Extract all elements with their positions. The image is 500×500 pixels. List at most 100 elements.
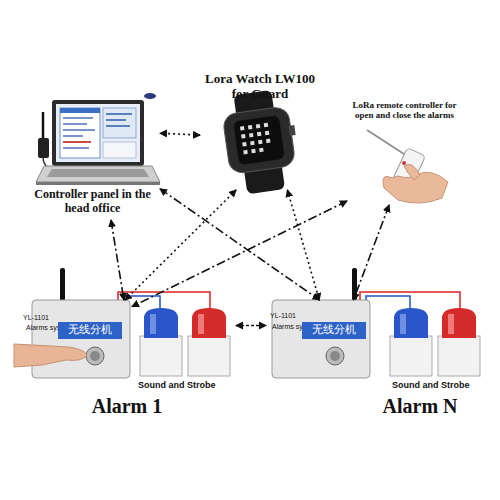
alarm-unit-1-illustration-part — [118, 292, 210, 308]
alarm-box: YL-1101Alarms system无线分机 — [268, 300, 373, 380]
watch-illustration-part — [240, 126, 245, 131]
watch-illustration-part — [234, 90, 286, 194]
radio-link — [160, 133, 200, 135]
laptop-illustration-part — [42, 112, 45, 138]
alarm-group: Alarm 1 YL-1101Alarms system无线分机 Sound and… — [18, 285, 236, 420]
node-label: LoRa remote controller for open and clos… — [347, 100, 462, 121]
alarm-box: YL-1101Alarms system无线分机 — [22, 300, 132, 380]
alarm-unit-1-illustration-part — [140, 336, 182, 376]
watch-illustration-part — [259, 148, 264, 153]
alarm-unit-n-illustration-part — [360, 292, 460, 308]
radio-link — [287, 190, 319, 300]
laptop-illustration-part — [47, 169, 149, 177]
node-label: Sound and Strobe — [138, 380, 234, 390]
alarm-unit-1-illustration-part — [198, 314, 204, 334]
laptop-illustration-part — [63, 141, 91, 143]
node-label: Lora Watch LW100 for Guard — [200, 72, 320, 102]
laptop-illustration-part — [103, 108, 136, 138]
node-label: Alarm 1 — [18, 395, 236, 418]
watch-illustration-part — [248, 125, 253, 130]
laptop-illustration-part — [144, 93, 156, 99]
alarm-unit-1-illustration-part — [90, 351, 100, 361]
alarm-unit-1-illustration-part — [14, 344, 87, 367]
laptop-illustration-part — [106, 113, 132, 115]
radio-link — [354, 205, 390, 300]
laptop-illustration-part — [106, 119, 126, 121]
watch-illustration-part — [222, 106, 296, 175]
alarm-unit-n-illustration-part — [442, 308, 476, 338]
alarm-unit-n-illustration-part — [326, 347, 344, 365]
remote-illustration-part — [402, 161, 406, 165]
alarm-unit-1-illustration-part — [86, 347, 104, 365]
radio-link — [236, 325, 266, 327]
siren-pair: Sound and Strobe — [136, 300, 234, 395]
node-label: Alarm N — [365, 395, 475, 418]
watch-illustration-part — [250, 141, 255, 146]
laptop-illustration-part — [56, 104, 140, 162]
node-label: 无线分机 — [302, 322, 366, 339]
watch-illustration-part — [243, 150, 248, 155]
alarm-unit-n-illustration-part — [330, 351, 340, 361]
watch-illustration-part — [256, 124, 261, 129]
laptop-illustration-part — [52, 100, 144, 166]
laptop-illustration-part — [106, 125, 130, 127]
watch-illustration-part — [249, 133, 254, 138]
watch-illustration-part — [265, 131, 270, 136]
alarm-unit-1-illustration-part — [188, 336, 230, 376]
guard-watch: Lora Watch LW100 for Guard — [200, 72, 320, 190]
watch-illustration-part — [242, 142, 247, 147]
watch-illustration — [220, 87, 303, 196]
laptop-illustration — [36, 93, 160, 185]
radio-link — [132, 201, 347, 307]
siren-pair: Sound and Strobe — [378, 300, 488, 395]
alarm-unit-1-illustration-part — [32, 300, 130, 378]
alarm-group: Alarm N YL-1101Alarms system无线分机 Sound and… — [266, 285, 490, 420]
laptop-illustration-part — [63, 117, 93, 119]
radio-link — [160, 189, 320, 300]
alarm-unit-n-illustration-part — [394, 308, 428, 338]
alarm-unit-n-illustration — [272, 268, 480, 378]
alarm-unit-n-illustration-part — [438, 336, 480, 376]
remote-illustration-part — [367, 130, 404, 154]
watch-illustration-part — [288, 125, 295, 136]
watch-illustration-part — [233, 115, 285, 165]
watch-illustration-part — [264, 123, 269, 128]
radio-link — [125, 190, 236, 300]
laptop-illustration-part — [60, 108, 100, 158]
watch-illustration-part — [258, 140, 263, 145]
laptop-illustration-part — [63, 123, 87, 125]
remote-controller: LoRa remote controller for open and clos… — [347, 100, 462, 205]
controller-panel: Controller panel in the head office — [25, 95, 160, 220]
remote-illustration-part — [404, 164, 420, 180]
node-label: Sound and Strobe — [392, 380, 488, 390]
watch-illustration-part — [266, 139, 271, 144]
laptop-illustration-part — [63, 129, 95, 131]
watch-illustration-part — [257, 132, 262, 137]
alarm-unit-1-illustration — [14, 268, 230, 378]
laptop-illustration-part — [38, 138, 49, 158]
remote-illustration — [367, 130, 448, 203]
alarm-unit-n-illustration-part — [272, 300, 370, 378]
laptop-illustration-part — [63, 147, 89, 149]
alarm-unit-n-illustration-part — [448, 314, 454, 334]
laptop-illustration-part — [36, 166, 160, 182]
laptop-illustration-part — [103, 142, 136, 158]
alarm-unit-1-illustration-part — [150, 314, 156, 334]
watch-illustration-part — [241, 134, 246, 139]
node-label: 无线分机 — [58, 322, 122, 339]
node-label: YL-1101 — [23, 314, 63, 322]
alarm-unit-1-illustration-part — [60, 268, 65, 301]
alarm-unit-n-illustration-part — [400, 314, 406, 334]
laptop-illustration-part — [63, 135, 83, 137]
node-label: Controller panel in the head office — [25, 188, 160, 216]
laptop-illustration-part — [60, 108, 100, 113]
alarm-unit-n-illustration-part — [366, 296, 410, 308]
watch-illustration-part — [251, 149, 256, 154]
node-label: YL-1101 — [270, 312, 310, 320]
radio-link — [111, 220, 124, 300]
alarm-unit-n-illustration-part — [390, 336, 432, 376]
alarm-unit-1-illustration-part — [192, 308, 226, 338]
laptop-illustration-part — [36, 182, 160, 185]
alarm-unit-1-illustration-part — [144, 308, 178, 338]
